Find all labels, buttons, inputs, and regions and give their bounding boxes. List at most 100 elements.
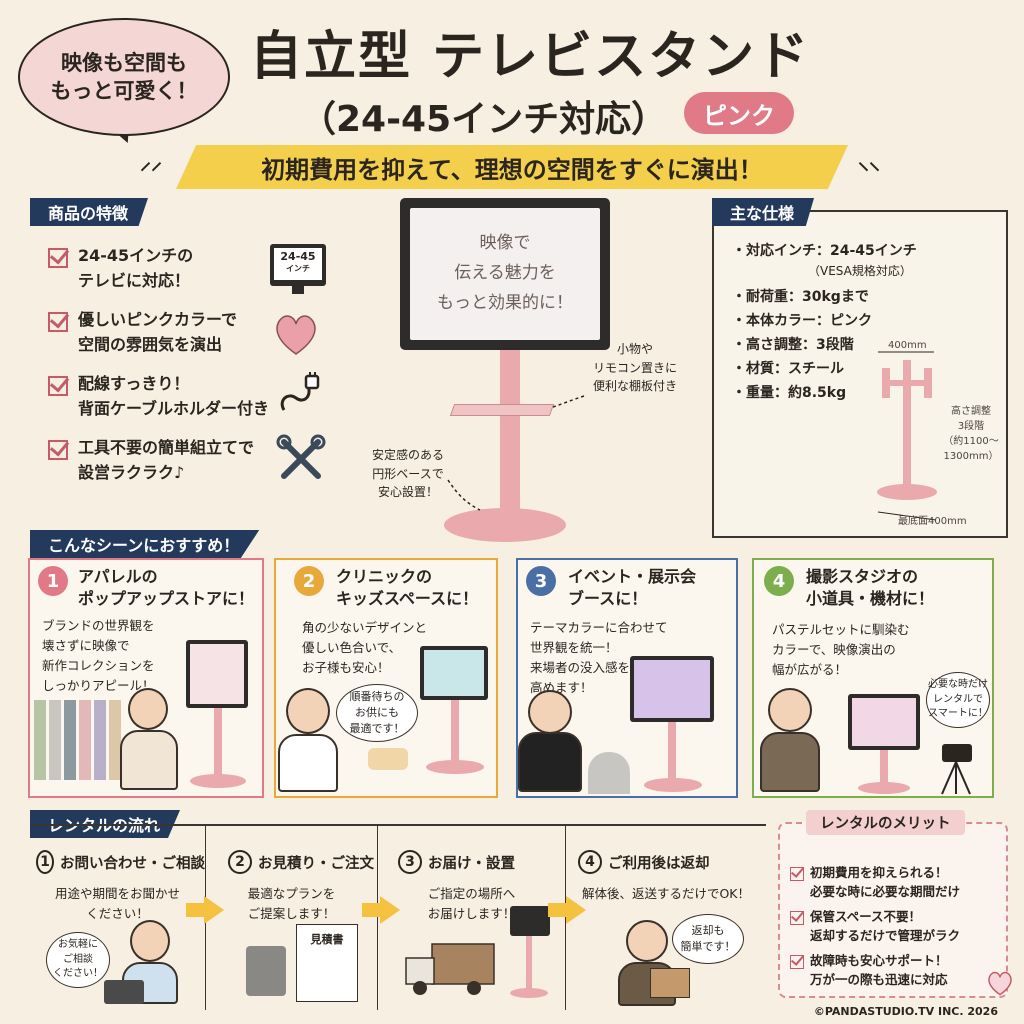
- step-1-title-text: お問い合わせ・ご相談: [60, 855, 205, 872]
- feature-4-line-2: 設営ラクラク♪: [78, 462, 185, 482]
- scene-4-speech-bubble: 必要な時だけ レンタルで スマートに！: [926, 672, 990, 728]
- feature-item-4: 工具不要の簡単組立てで 設営ラクラク♪: [48, 436, 378, 486]
- step-2-number: 2: [228, 850, 252, 874]
- rental-step-3-title: 3 お届け・設置: [398, 850, 565, 874]
- step-1-desc-2: ください！: [86, 906, 149, 921]
- scene-1-desc-3: 新作コレクションを: [42, 658, 155, 673]
- courier-head: [626, 920, 668, 962]
- merit-item-1: 初期費用を抑えられる！ 必要な時に必要な期間だけ: [790, 864, 1004, 902]
- merit-3-line-2: 万が一の際も迅速に対応: [810, 971, 948, 987]
- scene-4-speech-2: レンタルで: [933, 693, 983, 705]
- calculator-icon: [246, 946, 286, 996]
- rental-step-1: 1 お問い合わせ・ご相談 用途や期間をお聞かせ ください！: [30, 826, 206, 1010]
- screen-line-1: 映像で: [479, 233, 531, 254]
- dim-height-label: 高さ調整 3段階 （約1100～ 1300mm）: [942, 404, 1000, 464]
- scene-4-pole: [880, 750, 888, 786]
- tagline-banner: 初期費用を抑えて、理想の空間をすぐに演出！: [176, 145, 848, 189]
- tv-icon-stand: [292, 286, 304, 294]
- shelf-note-line-1: 小物や: [616, 342, 653, 356]
- stand-shelf: [449, 404, 555, 416]
- checkbox-icon: [48, 440, 68, 460]
- scene-2-desc-2: 優しい色合いで、: [302, 640, 402, 655]
- merit-3-line-1: 故障時も安心サポート！: [810, 953, 948, 968]
- scene-3-desc-2: 世界観を統一！: [530, 640, 618, 655]
- rental-step-3: 3 お届け・設置 ご指定の場所へ お届けします！: [378, 826, 566, 1010]
- scene-4-desc-1: パステルセットに馴染む: [772, 622, 910, 637]
- specs-box: [712, 210, 1008, 538]
- scene-2-title-line-2: キッズスペースに！: [336, 589, 479, 609]
- feature-1-line-1: 24-45インチの: [78, 246, 194, 265]
- scene-2-pole: [451, 700, 459, 764]
- tv-icon-sub: インチ: [286, 264, 310, 274]
- scene-2-speech-3: 最適です！: [349, 721, 405, 735]
- step-3-number: 3: [398, 850, 422, 874]
- step-4-number: 4: [578, 850, 602, 874]
- header-speech-bubble: 映像も空間も もっと可愛く！: [18, 18, 230, 136]
- spec-line-1: ・対応インチ：24-45インチ: [732, 243, 917, 259]
- parcel-box: [650, 968, 690, 998]
- scene-1-title-line-1: アパレルの: [78, 567, 158, 586]
- scene-2-speech-2: お供にも: [355, 706, 399, 720]
- step-4-speech-bubble: 返却も 簡単です！: [672, 914, 744, 964]
- bubble-line-2: もっと可愛く！: [50, 79, 198, 103]
- step-1-speech-2: ご相談: [63, 953, 93, 965]
- scene-3-staff-head: [528, 690, 572, 734]
- rental-step-1-title: 1 お問い合わせ・ご相談: [36, 850, 205, 874]
- scene-1-title: アパレルの ポップアップストアに！: [78, 566, 254, 611]
- heart-icon: [276, 315, 316, 355]
- delivery-truck-icon: [405, 943, 495, 995]
- merit-1-line-2: 必要な時に必要な期間だけ: [810, 883, 961, 899]
- shelf-note-line-2: リモコン置きに: [592, 360, 677, 375]
- bubble-line-1: 映像も空間も: [61, 50, 187, 75]
- scene-3-title-line-1: イベント・展示会: [568, 567, 697, 586]
- spec-line-6: ・重量：約8.5kg: [732, 385, 847, 401]
- merit-item-2: 保管スペース不要！ 返却するだけで管理がラク: [790, 908, 1004, 946]
- feature-2-line-1: 優しいピンクカラーで: [78, 310, 238, 329]
- step-4-speech-1: 返却も: [691, 924, 725, 938]
- base-note: 安定感のある 円形ベースで 安心設置！: [356, 446, 460, 502]
- scene-1-desc-4: しっかりアピール！: [42, 678, 155, 693]
- laptop-icon: [104, 980, 144, 1004]
- scene-3-desc-3: 来場者の没入感を: [530, 660, 631, 675]
- step-1-number: 1: [36, 850, 54, 874]
- merit-item-3: 故障時も安心サポート！ 万が一の際も迅速に対応: [790, 952, 1004, 990]
- shelf-note: 小物や リモコン置きに 便利な棚板付き: [570, 340, 700, 396]
- checkbox-icon: [48, 312, 68, 332]
- scene-1-staff-head: [128, 688, 168, 730]
- feature-item-1: 24-45インチの テレビに対応！: [48, 244, 378, 294]
- cable-icon: [280, 372, 320, 411]
- dim-height-line-1: 高さ調整: [951, 406, 991, 417]
- step-3-title-text: お届け・設置: [428, 855, 515, 872]
- step-2-desc-2: ご提案します！: [247, 906, 336, 921]
- merit-1-line-1: 初期費用を抑えられる！: [810, 865, 948, 880]
- feature-1-line-2: テレビに対応！: [78, 270, 191, 290]
- step-4-speech-2: 簡単です！: [680, 940, 736, 953]
- spec-stand-diagram: [877, 351, 937, 521]
- scenes-section-label: こんなシーンにおすすめ！: [30, 530, 260, 558]
- merit-2-line-2: 返却するだけで管理がラク: [810, 927, 961, 943]
- visitor-silhouette: [588, 752, 630, 794]
- stand-pole: [500, 350, 520, 520]
- clothing-rack: [34, 700, 124, 786]
- scene-1-number: 1: [38, 566, 68, 596]
- features-section-label: 商品の特徴: [30, 198, 149, 226]
- merits-title: レンタルのメリット: [806, 810, 965, 835]
- rental-step-4-desc: 解体後、返送するだけでOK！: [566, 884, 766, 904]
- specs-section-label: 主な仕様: [712, 198, 815, 226]
- spec-line-1-sub: （VESA規格対応）: [808, 264, 912, 278]
- dim-height-line-2: 3段階: [957, 421, 985, 432]
- spec-line-2: ・耐荷重：30kgまで: [732, 289, 869, 305]
- scene-4-desc-2: カラーで、映像演出の: [772, 642, 896, 657]
- screen-line-2: 伝える魅力を: [454, 263, 556, 284]
- scene-1-staff-body: [120, 730, 178, 790]
- step-3-tv: [510, 906, 550, 936]
- rental-step-1-desc: 用途や期間をお聞かせ ください！: [30, 884, 205, 924]
- tv-icon: 24-45 インチ: [270, 244, 326, 286]
- scene-2-desc-1: 角の少ないデザインと: [302, 620, 428, 635]
- feature-4-line-1: 工具不要の簡単組立てで: [78, 438, 255, 457]
- small-heart-icon: [988, 971, 1012, 996]
- page-subtitle: （24-45インチ対応）: [300, 99, 668, 140]
- step-2-desc-1: 最適なプランを: [247, 886, 336, 901]
- scene-2-tv: [420, 646, 488, 700]
- copyright-text: ©PANDASTUDIO.TV INC. 2026: [813, 1005, 998, 1018]
